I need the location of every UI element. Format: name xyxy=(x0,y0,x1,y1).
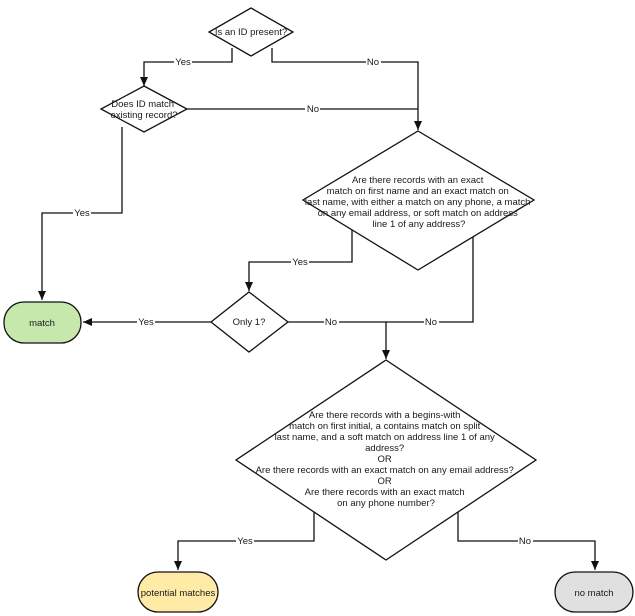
decision-only-one-shape xyxy=(209,291,290,353)
decision-id-present: Is an ID present? xyxy=(207,7,295,57)
terminal-potential-matches: potential matches xyxy=(137,571,219,613)
terminal-potential-matches-shape xyxy=(137,571,219,613)
edge-label-id-present-yes: Yes xyxy=(175,57,191,68)
edge-only1-no xyxy=(288,321,390,359)
decision-id-present-text: Is an ID present? xyxy=(215,27,287,38)
terminal-potential-matches-label: potential matches xyxy=(141,588,216,599)
edge-label-only1-yes: Yes xyxy=(138,317,154,328)
edge-label-exact-no: No xyxy=(425,317,437,328)
terminal-no-match-label: no match xyxy=(574,588,613,599)
terminal-no-match-shape xyxy=(554,571,634,613)
edge-labels: Yes No No Yes Yes No Yes No Yes No xyxy=(73,56,533,547)
edge-label-id-match-no: No xyxy=(307,104,319,115)
edge-exact-no xyxy=(386,230,474,323)
decision-exact-match-shape xyxy=(301,130,536,271)
decision-only-one-text: Only 1? xyxy=(233,317,266,328)
decision-fuzzy-match-shape xyxy=(234,359,538,561)
decision-fuzzy-match-text: Are there records with a begins-with mat… xyxy=(256,410,517,509)
decision-only-one: Only 1? xyxy=(209,291,290,353)
edge-label-id-match-yes: Yes xyxy=(74,208,90,219)
edge-label-fuzzy-yes: Yes xyxy=(237,536,253,547)
edge-label-id-present-no: No xyxy=(367,57,379,68)
decision-id-match-shape xyxy=(99,85,189,133)
edge-label-fuzzy-no: No xyxy=(519,536,531,547)
decision-exact-match: Are there records with an exact match on… xyxy=(301,130,536,271)
decision-id-match: Does ID match existing record? xyxy=(99,85,189,133)
edge-label-exact-yes: Yes xyxy=(292,257,308,268)
decision-exact-match-text: Are there records with an exact match on… xyxy=(305,175,533,230)
terminal-no-match: no match xyxy=(554,571,634,613)
edge-label-only1-no: No xyxy=(325,317,337,328)
edge-id-present-no xyxy=(271,48,422,130)
decision-id-present-shape xyxy=(207,7,295,57)
decision-id-match-text: Does ID match existing record? xyxy=(110,99,177,121)
terminal-match-label: match xyxy=(29,318,55,329)
terminal-match: match xyxy=(3,301,82,344)
terminal-match-shape xyxy=(3,301,82,344)
decision-fuzzy-match: Are there records with a begins-with mat… xyxy=(234,359,538,561)
